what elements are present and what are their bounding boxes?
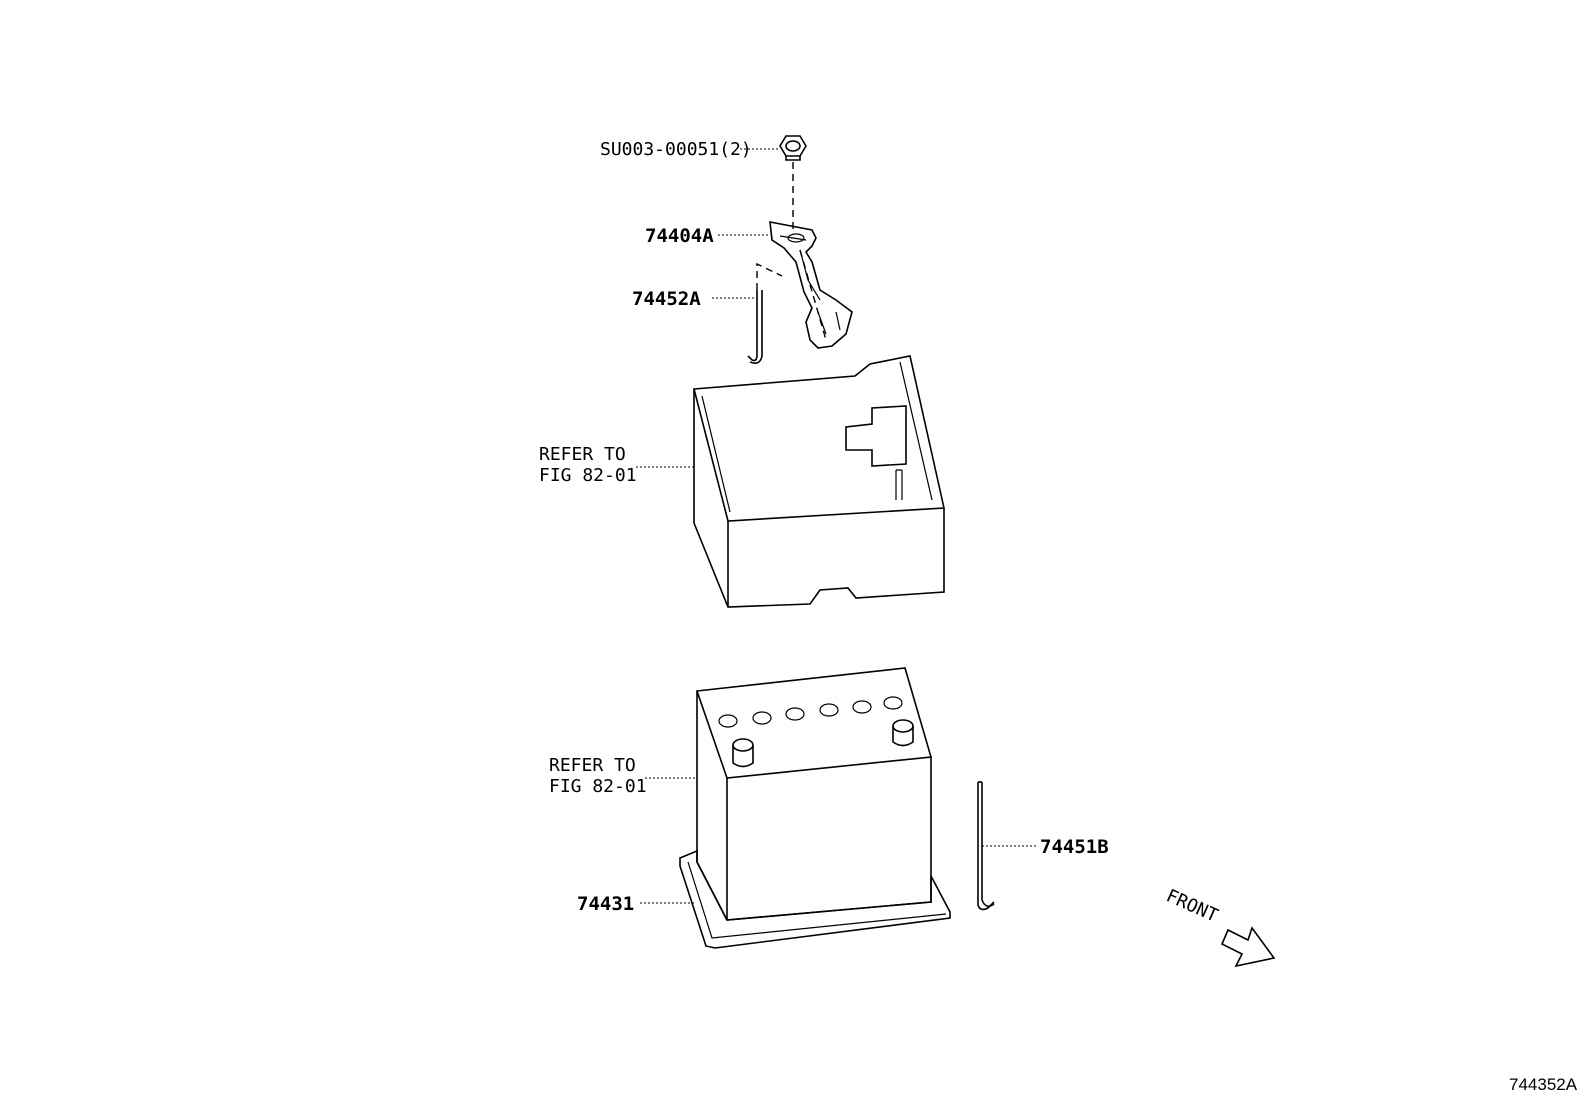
battery-clamp bbox=[769, 221, 853, 349]
refer-battery-line2: FIG 82-01 bbox=[549, 776, 647, 797]
assembly-line-rod bbox=[756, 262, 783, 290]
callout-nut: SU003-00051(2) bbox=[600, 139, 752, 160]
front-arrow-icon bbox=[1220, 926, 1276, 968]
hook-rod-top bbox=[747, 290, 763, 364]
callout-rod-top: 74452A bbox=[632, 288, 701, 310]
refer-cover-line1: REFER TO bbox=[539, 444, 626, 465]
figure-id: 744352A bbox=[1509, 1075, 1578, 1094]
battery-cover bbox=[692, 355, 945, 608]
battery bbox=[695, 667, 933, 921]
callout-tray: 74431 bbox=[577, 893, 634, 915]
callout-rod-bottom: 74451B bbox=[1040, 836, 1109, 858]
hex-nut bbox=[779, 135, 807, 161]
refer-battery-line1: REFER TO bbox=[549, 755, 636, 776]
front-label: FRONT bbox=[1163, 885, 1221, 926]
refer-cover-line2: FIG 82-01 bbox=[539, 465, 637, 486]
battery-tray bbox=[679, 849, 951, 949]
hook-rod-bottom bbox=[977, 781, 995, 911]
front-direction-indicator: FRONT bbox=[1163, 885, 1276, 968]
callout-clamp: 74404A bbox=[645, 225, 714, 247]
